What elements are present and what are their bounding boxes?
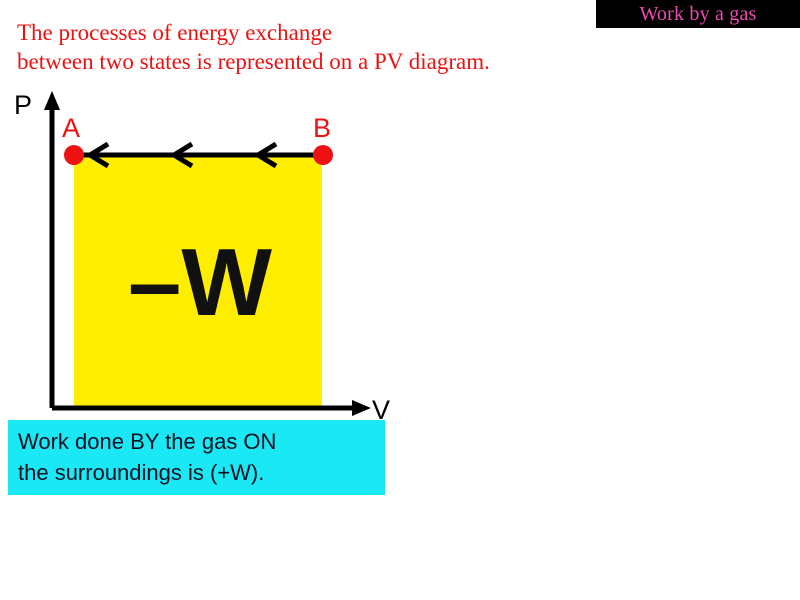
pv-diagram: P V A B –W <box>0 0 420 430</box>
pv-diagram-svg: P V A B –W <box>14 90 390 425</box>
caption-line-2: the surroundings is (+W). <box>18 460 265 485</box>
process-arrowhead-2 <box>169 141 194 169</box>
process-arrowhead-3 <box>253 141 278 169</box>
state-point-a <box>64 145 84 165</box>
v-axis-arrowhead <box>352 400 371 416</box>
intro-line-1: The processes of energy exchange <box>17 20 333 45</box>
state-point-b-label: B <box>313 113 331 143</box>
caption-text: Work done BY the gas ON the surroundings… <box>18 426 375 488</box>
state-point-a-label: A <box>62 113 80 143</box>
caption-line-1: Work done BY the gas ON <box>18 429 277 454</box>
state-point-b <box>313 145 333 165</box>
v-axis-label: V <box>372 395 390 425</box>
intro-line-2: between two states is represented on a P… <box>17 49 490 74</box>
caption-box: Work done BY the gas ON the surroundings… <box>8 420 385 495</box>
intro-paragraph: The processes of energy exchange between… <box>17 18 717 76</box>
title-banner-text: Work by a gas <box>639 3 757 25</box>
title-banner: Work by a gas <box>596 0 800 28</box>
p-axis-label: P <box>14 90 32 120</box>
work-area-rect <box>74 155 322 408</box>
p-axis-arrowhead <box>44 91 60 110</box>
work-area-label: –W <box>128 229 272 336</box>
process-arrowhead-1 <box>85 141 110 169</box>
